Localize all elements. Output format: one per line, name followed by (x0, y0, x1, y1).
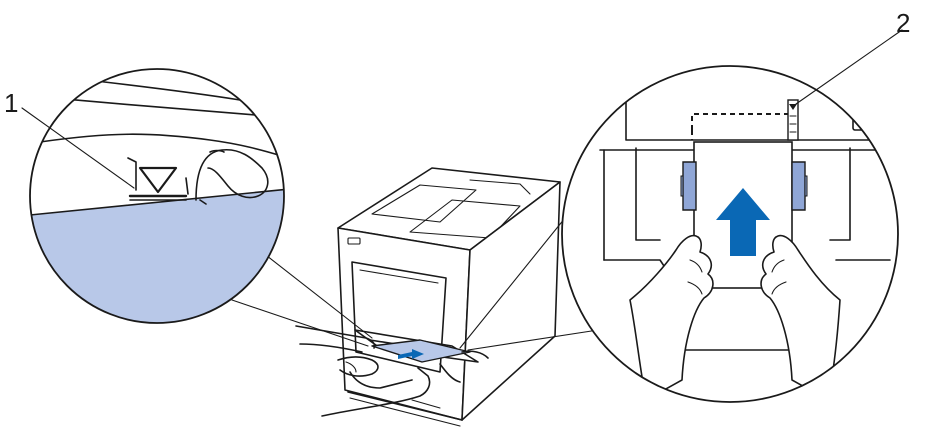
callout-label-1: 1 (4, 88, 18, 118)
right-paper-guide (792, 162, 805, 210)
right-detail-circle (562, 66, 900, 402)
left-detail-circle (20, 69, 300, 360)
left-paper-guide (683, 162, 696, 210)
callout-label-2: 2 (896, 8, 910, 38)
